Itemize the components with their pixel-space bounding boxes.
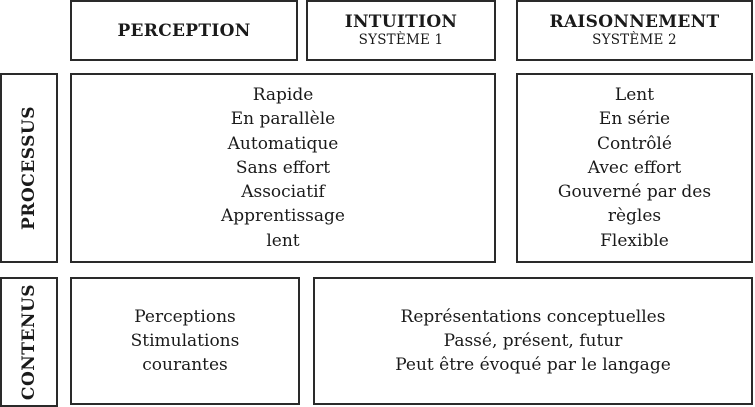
- cell-line: Stimulations: [130, 330, 240, 351]
- cell-line: Associatif: [241, 182, 325, 203]
- cell-line: Passé, présent, futur: [443, 330, 623, 351]
- cell-line: Peut être évoqué par le langage: [395, 355, 671, 376]
- header-raisonnement-subtitle: SYSTÈME 2: [592, 32, 677, 48]
- header-perception-title: PERCEPTION: [117, 20, 251, 41]
- cell-line: règles: [607, 206, 662, 227]
- header-intuition: INTUITION SYSTÈME 1: [306, 0, 496, 61]
- cell-line: Apprentissage: [221, 206, 345, 227]
- row-label-contenus: CONTENUS: [0, 277, 58, 407]
- cell-line: Flexible: [600, 230, 669, 251]
- row-label-contenus-text: CONTENUS: [19, 283, 40, 401]
- cell-line: Sans effort: [235, 157, 331, 178]
- header-raisonnement-title: RAISONNEMENT: [549, 12, 720, 32]
- header-raisonnement: RAISONNEMENT SYSTÈME 2: [516, 0, 753, 61]
- cell-line: Lent: [614, 85, 655, 106]
- cell-line: Perceptions: [134, 306, 236, 327]
- header-intuition-title: INTUITION: [344, 12, 458, 32]
- row-label-processus: PROCESSUS: [0, 73, 58, 263]
- header-intuition-subtitle: SYSTÈME 1: [358, 32, 444, 48]
- header-perception: PERCEPTION: [70, 0, 298, 61]
- cell-line: lent: [266, 230, 300, 251]
- cell-line: Automatique: [227, 133, 339, 154]
- cell-line: En parallèle: [230, 109, 336, 130]
- cell-line: courantes: [142, 355, 228, 376]
- cell-line: Gouverné par des: [557, 182, 712, 203]
- cell-line: En série: [598, 109, 671, 130]
- cell-line: Contrôlé: [597, 133, 672, 154]
- cell-line: Avec effort: [587, 157, 682, 178]
- row-label-processus-text: PROCESSUS: [19, 106, 39, 230]
- cell-line: Représentations conceptuelles: [400, 306, 666, 327]
- cell-line: Rapide: [252, 85, 314, 106]
